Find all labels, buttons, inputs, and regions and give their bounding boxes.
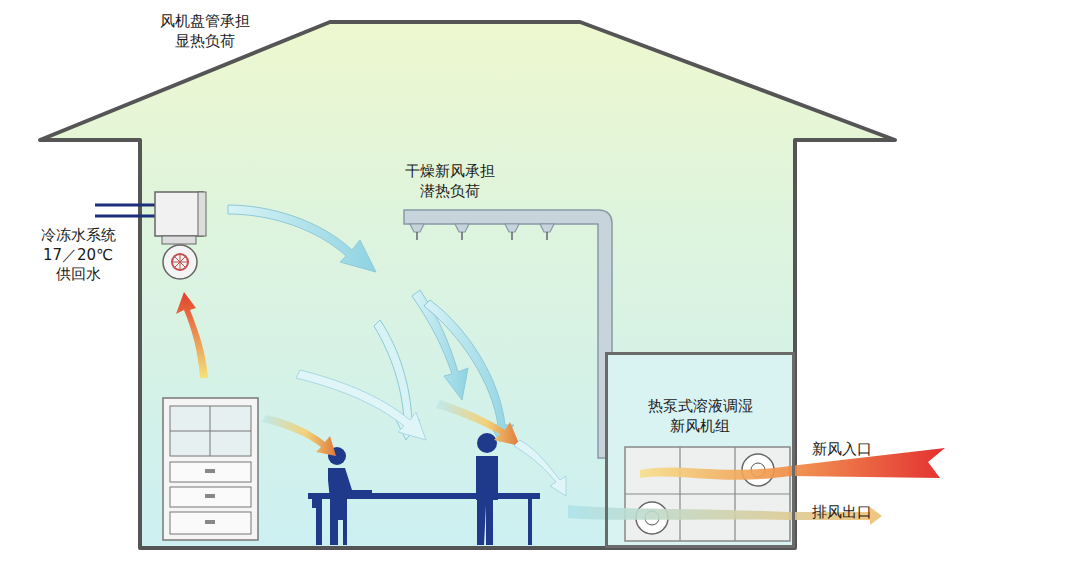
annotation-label: 冷冻水系统 17／20℃供回水 <box>41 226 116 285</box>
equipment-room: 热泵式溶液调湿 新风机组 <box>605 352 795 548</box>
annotation-label: 排风出口 <box>812 503 872 523</box>
annotation-label: 干燥新风承担 潜热负荷 <box>405 162 495 201</box>
annotation-label: 风机盘管承担 显热负荷 <box>160 12 250 51</box>
annotation-label: 新风入口 <box>812 440 872 460</box>
room-title: 热泵式溶液调湿 新风机组 <box>648 355 753 436</box>
